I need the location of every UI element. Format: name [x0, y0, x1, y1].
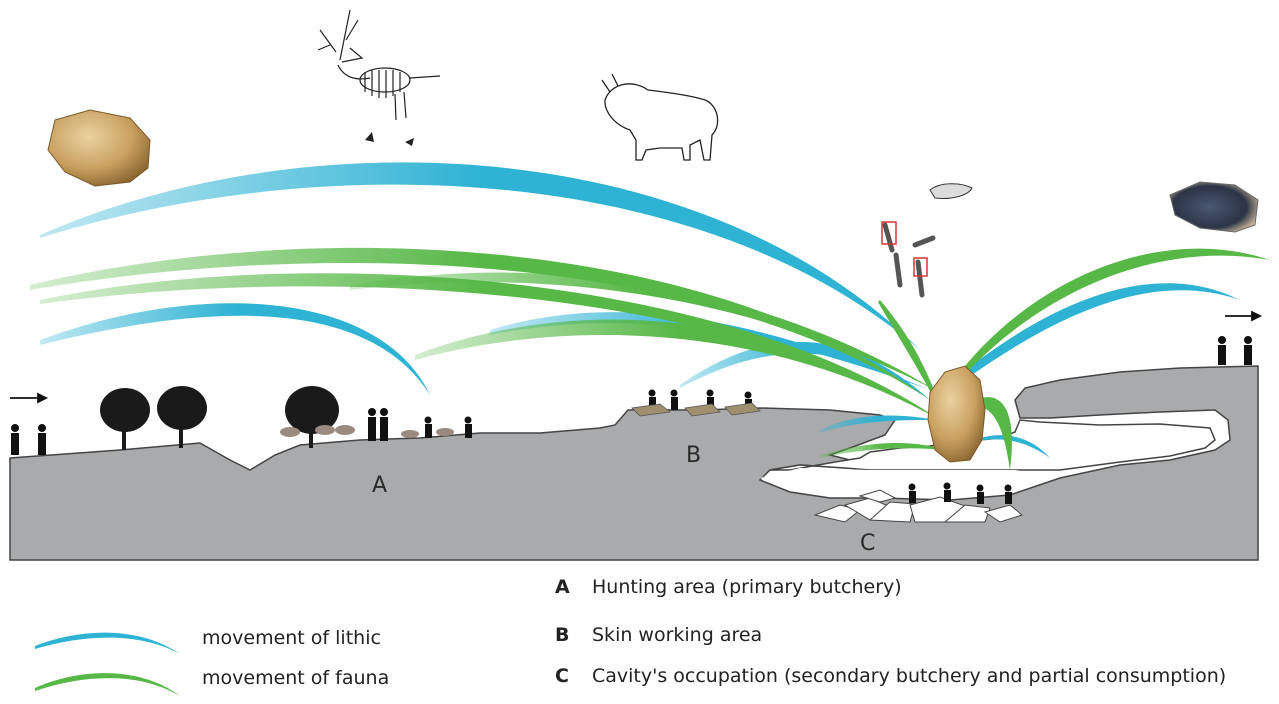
flint-tool-icon — [928, 366, 985, 462]
key-description: Cavity's occupation (secondary butchery … — [592, 665, 1226, 687]
key-description: Skin working area — [592, 624, 762, 646]
key-description: Hunting area (primary butchery) — [592, 576, 902, 598]
key-row-a: A Hunting area (primary butchery) — [555, 576, 902, 598]
key-row-c: C Cavity's occupation (secondary butcher… — [555, 665, 1226, 687]
reindeer-skeleton-icon — [318, 10, 440, 120]
legend-fauna: movement of fauna — [30, 658, 389, 698]
legend-lithic: movement of lithic — [30, 618, 381, 658]
legend-fauna-swatch — [30, 658, 190, 698]
legend-lithic-swatch — [30, 618, 190, 658]
site-label-c: C — [860, 531, 875, 556]
landscape-diagram: A B C — [0, 0, 1279, 570]
key-row-b: B Skin working area — [555, 624, 762, 646]
tree-icon — [100, 386, 339, 450]
flint-tool-icon — [1170, 182, 1258, 232]
site-label-b: B — [686, 443, 701, 468]
legend-lithic-label: movement of lithic — [202, 627, 381, 649]
site-label-a: A — [372, 473, 387, 498]
bone-fragments-icon — [882, 184, 972, 295]
lithic-arc — [40, 303, 430, 395]
key-letter: C — [555, 665, 592, 687]
bone-fragments-icon — [365, 132, 414, 146]
skins — [632, 403, 760, 416]
key-letter: A — [555, 576, 592, 598]
arrow-right-icon — [10, 394, 46, 402]
bison-outline-icon — [602, 74, 718, 160]
arrow-right-icon — [1225, 312, 1260, 320]
key-letter: B — [555, 624, 592, 646]
legend-fauna-label: movement of fauna — [202, 667, 389, 689]
flint-tool-icon — [48, 110, 150, 186]
